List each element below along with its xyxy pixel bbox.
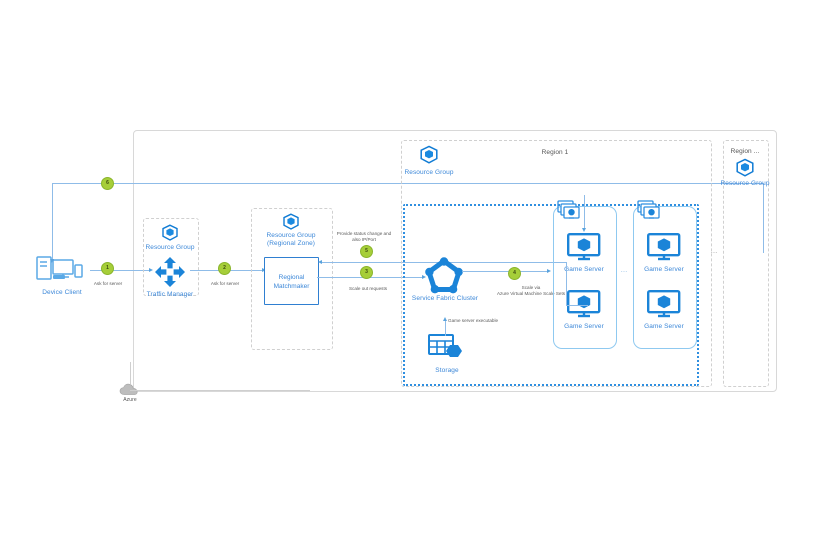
region-n-title: Region ...	[730, 148, 760, 155]
resource-group-label-region-n: Resource Group	[720, 180, 770, 187]
edge-storage-to-fabric-arrowhead	[442, 317, 447, 321]
scaleset-connector-1-arrowhead	[581, 228, 586, 232]
edge-return-up-from-region	[763, 183, 764, 253]
scaleset-connector-1	[584, 195, 585, 229]
step-badge-6: 6	[101, 177, 114, 190]
edge-fabric-to-servers	[462, 271, 548, 272]
game-server-label-1b: Game Server	[564, 323, 604, 330]
edge-matchmaker-to-fabric-arrowhead	[422, 274, 426, 279]
azure-boundary	[133, 130, 777, 392]
game-server-icon-2a	[647, 233, 681, 261]
edge-storage-to-fabric-label: Game server executable	[448, 318, 499, 323]
vm-scale-set-icon-1	[557, 200, 583, 222]
step-badge-1: 1	[101, 262, 114, 275]
edge-client-to-tm	[90, 270, 150, 271]
regional-matchmaker-label: Regional Matchmaker	[273, 274, 310, 290]
region-separator: ...	[710, 246, 718, 255]
game-server-icon-2b	[647, 290, 681, 318]
vm-scale-set-icon-2	[637, 200, 663, 222]
resource-group-icon-tm	[161, 224, 179, 242]
resource-group-traffic-manager	[143, 218, 199, 296]
traffic-manager-label: Traffic Manager	[146, 291, 194, 298]
resource-group-icon-matchmaker	[282, 213, 300, 231]
resource-group-label-tm: Resource Group	[145, 244, 195, 251]
resource-group-matchmaker	[251, 208, 333, 350]
edge-client-to-tm-arrowhead	[149, 267, 153, 272]
edge-return-arrowhead	[49, 259, 54, 263]
server-status-from-1b	[566, 305, 588, 306]
step-2-label: Ask for server	[210, 281, 240, 286]
step-badge-2: 2	[218, 262, 231, 275]
edge-return-down-to-client	[52, 183, 53, 263]
traffic-manager-icon	[153, 255, 187, 289]
game-server-icon-1a	[567, 233, 601, 261]
edge-return-to-client	[52, 183, 763, 184]
step-1-label: Ask for server	[93, 281, 123, 286]
service-fabric-label: Service Fabric Cluster	[411, 295, 479, 302]
storage-label: Storage	[435, 367, 459, 374]
regional-matchmaker-box[interactable]: Regional Matchmaker	[264, 257, 319, 305]
game-server-icon-1b	[567, 290, 601, 318]
step-badge-4: 4	[508, 267, 521, 280]
game-server-label-1a: Game Server	[564, 266, 604, 273]
game-server-label-2a: Game Server	[644, 266, 684, 273]
game-server-label-2b: Game Server	[644, 323, 684, 330]
step-3-label: Scale out requests	[348, 286, 388, 291]
azure-connector-vertical	[130, 362, 131, 384]
region-1-box	[401, 140, 712, 387]
step-badge-5: 5	[360, 245, 373, 258]
storage-icon	[428, 333, 464, 363]
azure-cloud-icon	[118, 382, 142, 398]
region-1-title: Region 1	[541, 149, 569, 156]
game-server-group-separator: ...	[620, 265, 628, 274]
devices-icon	[34, 255, 90, 285]
game-server-group-1	[553, 206, 617, 349]
service-fabric-icon	[425, 257, 463, 294]
step-badge-3: 3	[360, 266, 373, 279]
resource-group-label-matchmaker: Resource Group (Regional Zone)	[266, 232, 316, 247]
resource-group-icon-region-n	[735, 158, 755, 178]
azure-cloud-label: Azure	[123, 397, 137, 403]
resource-group-label-region-1: Resource Group	[404, 169, 454, 176]
step-5-label: Provide status change and also IP/Port	[336, 231, 392, 242]
game-server-group-2	[633, 206, 697, 349]
device-client-label: Device Client	[42, 289, 82, 296]
step-4-label: Scale via Azure Virtual Machine Scale Se…	[496, 285, 566, 296]
azure-connector-horizontal	[130, 390, 310, 391]
edge-status-to-matchmaker-arrowhead	[318, 259, 322, 264]
server-status-vertical	[566, 262, 567, 306]
edge-fabric-to-servers-arrowhead	[547, 268, 551, 273]
service-fabric-domain-box	[403, 204, 699, 386]
edge-storage-to-fabric	[445, 320, 446, 336]
region-n-box	[723, 140, 769, 387]
resource-group-icon-region-1	[419, 145, 439, 165]
